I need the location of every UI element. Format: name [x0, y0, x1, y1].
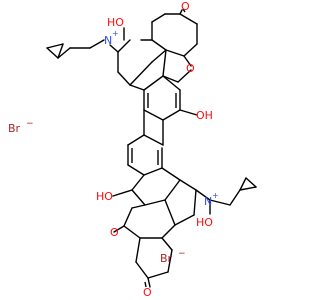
bottom-phenol-label: HO: [96, 190, 113, 203]
bottom-nitrogen-label: N: [204, 195, 212, 208]
top-nitrogen-label: N: [104, 34, 112, 47]
top-phenol-label: OH: [196, 109, 213, 122]
bromide-label-2: Br: [160, 252, 173, 265]
bottom-nitrogen-charge: +: [212, 191, 219, 200]
atom-labels: O HO N + O OH HO O N + HO O: [96, 0, 219, 299]
bromide-label-1: Br: [8, 122, 21, 135]
bond-lines: [46, 9, 257, 288]
top-ether-oxygen: O: [186, 62, 195, 75]
molecule-structure-diagram: O HO N + O OH HO O N + HO O Br − Br −: [8, 0, 257, 299]
top-nitrogen-charge: +: [112, 29, 119, 38]
bromide-charge-2: −: [178, 249, 186, 259]
counterions: Br − Br −: [8, 119, 186, 265]
bottom-ketone-oxygen: O: [143, 286, 152, 299]
double-bond-lines: [131, 8, 186, 288]
bottom-hydroxyl-label: HO: [196, 216, 213, 229]
top-ketone-oxygen: O: [181, 0, 190, 13]
bottom-ether-oxygen: O: [110, 226, 119, 239]
bromide-charge-1: −: [26, 119, 34, 129]
top-hydroxyl-label: HO: [107, 16, 124, 29]
